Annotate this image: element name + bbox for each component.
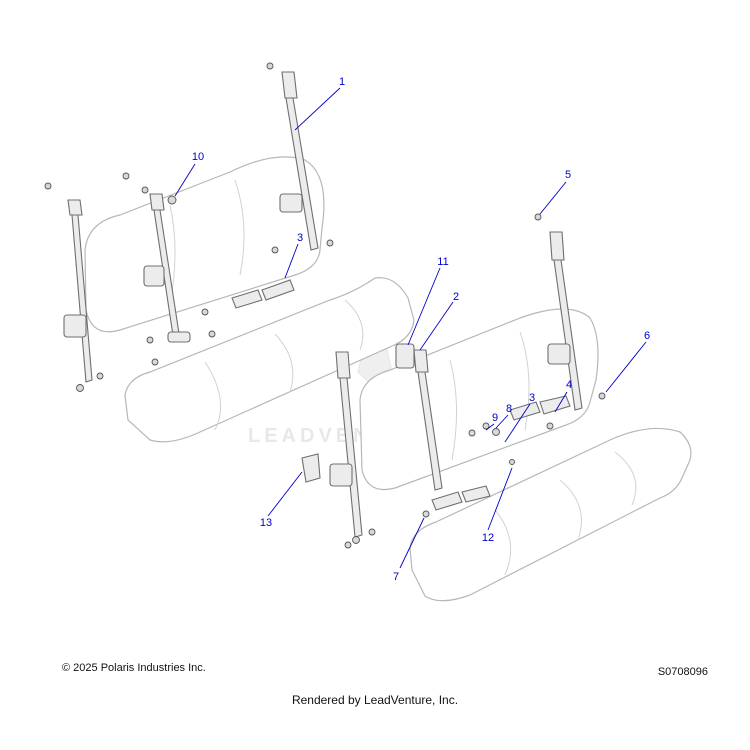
rear-left-belt bbox=[63, 199, 93, 392]
hardware bbox=[44, 62, 606, 549]
callout-7[interactable]: 7 bbox=[393, 571, 399, 583]
front-right-belt bbox=[509, 231, 583, 421]
rear-seat-back bbox=[84, 156, 325, 333]
callout-4[interactable]: 4 bbox=[566, 379, 572, 391]
callout-8[interactable]: 8 bbox=[506, 403, 512, 415]
rear-seat-cushion-seam bbox=[204, 299, 364, 431]
callout-2[interactable]: 2 bbox=[453, 291, 459, 303]
front-center-belt bbox=[395, 343, 491, 511]
callout-1[interactable]: 1 bbox=[339, 76, 345, 88]
callout-numbers: 1 2 3 3 4 5 6 7 8 9 10 11 12 13 bbox=[192, 76, 650, 583]
callout-6[interactable]: 6 bbox=[644, 330, 650, 342]
copyright-text: © 2025 Polaris Industries Inc. bbox=[62, 662, 206, 674]
rear-center-belt bbox=[143, 193, 191, 343]
callout-3a[interactable]: 3 bbox=[297, 232, 303, 244]
callout-5[interactable]: 5 bbox=[565, 169, 571, 181]
rear-seat-cushion bbox=[124, 277, 415, 443]
callout-9[interactable]: 9 bbox=[492, 412, 498, 424]
rear-seat bbox=[84, 156, 415, 443]
front-seat-cushion-seam bbox=[494, 451, 637, 576]
front-seat bbox=[359, 308, 692, 602]
front-seat-cushion bbox=[409, 427, 692, 602]
callout-leaders bbox=[174, 87, 647, 569]
callout-13[interactable]: 13 bbox=[260, 517, 272, 529]
belt-assemblies bbox=[44, 62, 606, 549]
callout-10[interactable]: 10 bbox=[192, 151, 204, 163]
callout-12[interactable]: 12 bbox=[482, 532, 494, 544]
front-seat-back-seam bbox=[449, 331, 530, 461]
part-code: S0708096 bbox=[657, 666, 708, 678]
callout-3b[interactable]: 3 bbox=[529, 392, 535, 404]
front-seat-back bbox=[359, 308, 599, 491]
callout-11[interactable]: 11 bbox=[437, 256, 448, 268]
rendered-by-text: Rendered by LeadVenture, Inc. bbox=[291, 693, 459, 707]
rear-right-belt bbox=[231, 71, 319, 309]
front-left-belt bbox=[329, 351, 363, 544]
